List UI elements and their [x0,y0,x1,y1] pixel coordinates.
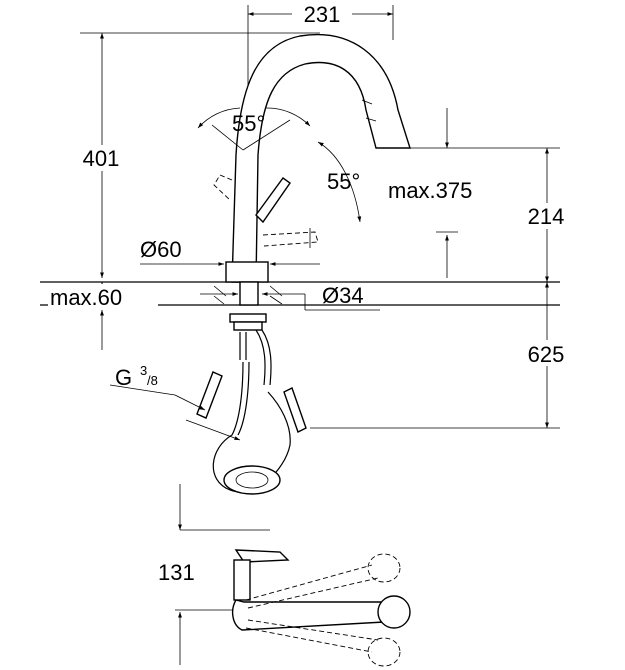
dim-base-diameter: Ø60 [140,237,320,266]
dim-hose-length: 625 [310,282,580,429]
label-connection-thread: G [115,365,132,390]
label-plan-depth: 131 [158,560,195,585]
label-spout-reach: 231 [304,2,341,27]
dim-spout-reach: 231 [247,0,394,110]
dim-max-spout-height: max.375 [388,108,472,278]
dim-hole-diameter: Ø34 [200,283,380,311]
faucet-body [213,34,411,283]
label-max-deck-thickness: max.60 [50,285,122,310]
label-max-spout-height: max.375 [388,178,472,203]
lever-angle-front: 55° [197,107,311,151]
label-spout-height: 214 [528,204,565,229]
label-lever-angle-side: 55° [327,169,360,194]
label-base-diameter: Ø60 [140,237,182,262]
label-connection-thread-sup: 3 [140,363,147,378]
label-total-height: 401 [83,146,120,171]
hoses [196,329,307,495]
dim-spout-height: 214 [410,147,574,282]
label-lever-angle-front: 55° [232,111,265,136]
plan-view: 131 [158,484,411,667]
dim-max-deck-thickness: max.60 [48,281,238,350]
label-connection-thread-sub: /8 [147,373,158,388]
label-hose-length: 625 [528,342,565,367]
lever-angle-side: 55° [317,141,362,223]
dim-connection-thread: G 3 /8 [109,363,241,441]
label-hole-diameter: Ø34 [322,283,364,308]
dim-total-height: 401 [72,32,320,278]
